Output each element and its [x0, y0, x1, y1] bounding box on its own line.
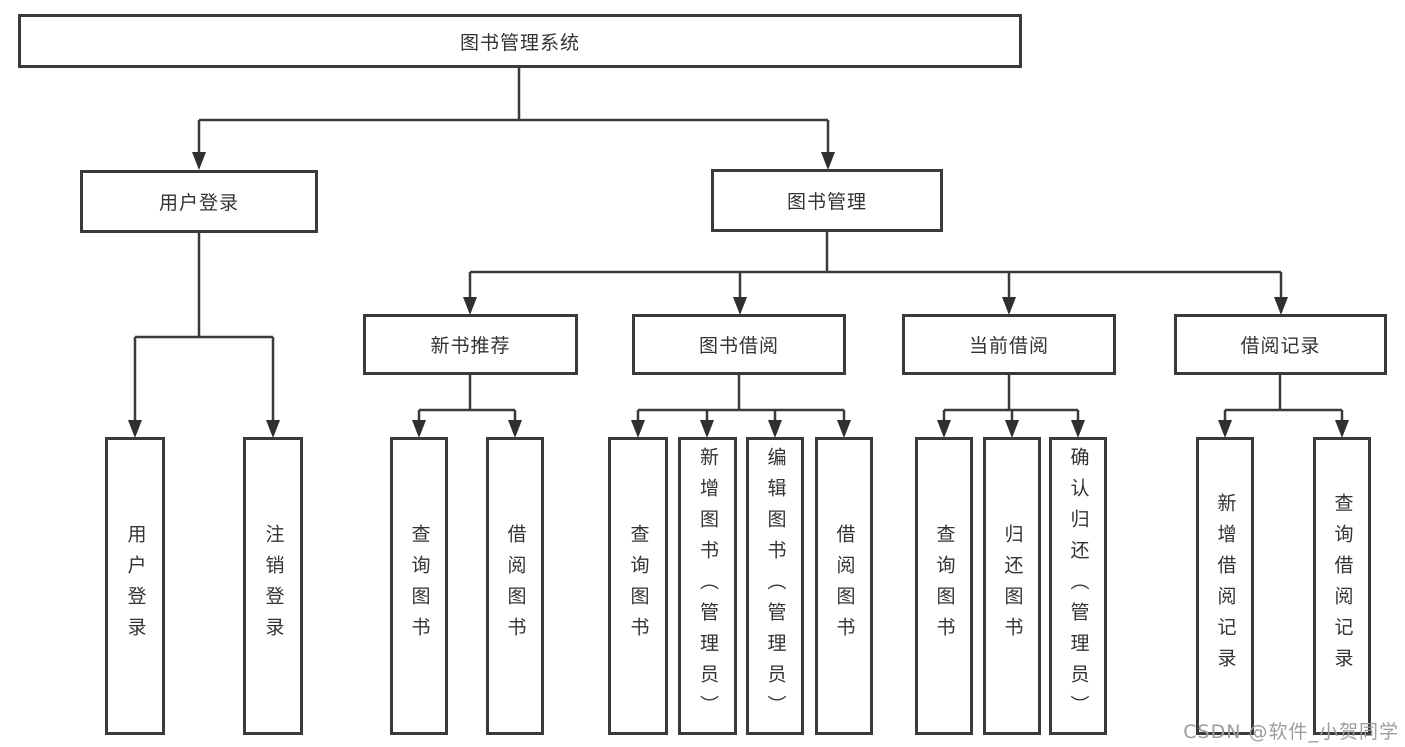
- arrowhead-down-icon: [1274, 297, 1288, 315]
- node-new-book-recommend-label: 新书推荐: [430, 335, 511, 357]
- connector-borrow-rec-group: [1223, 375, 1344, 426]
- node-user-login-action-label: 用户登录: [124, 524, 147, 648]
- arrowhead-down-icon: [412, 420, 426, 438]
- connector-new-book-group: [417, 375, 517, 426]
- arrowhead-down-icon: [128, 420, 142, 438]
- node-query-books-borrowing-label: 查询图书: [627, 524, 650, 648]
- connector-book-mgmt-to-level3: [468, 232, 1283, 302]
- node-user-login-action: 用户登录: [105, 437, 165, 735]
- node-library-system: 图书管理系统: [18, 14, 1022, 68]
- node-add-borrow-record: 新增借阅记录: [1196, 437, 1254, 735]
- node-query-books-borrowing: 查询图书: [608, 437, 668, 735]
- node-logout-action: 注销登录: [243, 437, 303, 735]
- node-library-system-label: 图书管理系统: [459, 31, 580, 54]
- arrowhead-down-icon: [266, 420, 280, 438]
- node-add-borrow-record-label: 新增借阅记录: [1214, 493, 1237, 679]
- node-book-borrowing-label: 图书借阅: [698, 335, 779, 357]
- node-query-books-current: 查询图书: [915, 437, 973, 735]
- arrowhead-down-icon: [1002, 297, 1016, 315]
- arrowhead-down-icon: [508, 420, 522, 438]
- arrowhead-down-icon: [463, 297, 477, 315]
- node-return-books: 归还图书: [983, 437, 1041, 735]
- arrowhead-down-icon: [192, 152, 206, 170]
- node-query-books-current-label: 查询图书: [933, 524, 956, 648]
- node-query-borrow-record-label: 查询借阅记录: [1331, 493, 1354, 679]
- node-confirm-return-admin-label: 确认归还（管理员）: [1067, 446, 1090, 726]
- node-borrow-books-recommend-label: 借阅图书: [504, 524, 527, 648]
- node-borrow-books-borrowing-label: 借阅图书: [833, 524, 856, 648]
- node-book-management: 图书管理: [711, 169, 943, 232]
- node-user-login: 用户登录: [80, 170, 318, 233]
- node-edit-books-admin: 编辑图书（管理员）: [746, 437, 804, 735]
- csdn-watermark: CSDN @软件_小贺同学: [1183, 721, 1399, 743]
- node-new-book-recommend: 新书推荐: [363, 314, 578, 375]
- connector-user-login-group: [133, 233, 275, 426]
- node-query-books-recommend-label: 查询图书: [408, 524, 431, 648]
- node-borrowing-records-label: 借阅记录: [1240, 335, 1321, 357]
- connector-cur-borrow-group: [942, 375, 1080, 426]
- node-user-login-label: 用户登录: [158, 192, 239, 214]
- node-confirm-return-admin: 确认归还（管理员）: [1049, 437, 1107, 735]
- node-edit-books-admin-label: 编辑图书（管理员）: [764, 446, 787, 726]
- connector-root-to-level2: [197, 68, 830, 158]
- node-add-books-admin-label: 新增图书（管理员）: [697, 446, 719, 726]
- arrowhead-down-icon: [937, 420, 951, 438]
- arrowhead-down-icon: [631, 420, 645, 438]
- arrowhead-down-icon: [1335, 420, 1349, 438]
- node-add-books-admin: 新增图书（管理员）: [678, 437, 737, 735]
- node-book-management-label: 图书管理: [786, 191, 867, 213]
- arrowhead-down-icon: [1071, 420, 1085, 438]
- arrowhead-down-icon: [768, 420, 782, 438]
- arrowhead-down-icon: [700, 420, 714, 438]
- node-current-borrowing-label: 当前借阅: [968, 335, 1049, 357]
- arrowhead-down-icon: [821, 152, 835, 170]
- connector-book-borrow-group: [636, 375, 846, 426]
- arrowhead-down-icon: [733, 297, 747, 315]
- node-return-books-label: 归还图书: [1001, 524, 1024, 648]
- node-query-books-recommend: 查询图书: [390, 437, 448, 735]
- node-borrowing-records: 借阅记录: [1174, 314, 1387, 375]
- node-logout-action-label: 注销登录: [262, 524, 285, 648]
- node-borrow-books-borrowing: 借阅图书: [815, 437, 873, 735]
- arrowheads: [128, 152, 1349, 438]
- node-current-borrowing: 当前借阅: [902, 314, 1116, 375]
- node-book-borrowing: 图书借阅: [632, 314, 846, 375]
- node-query-borrow-record: 查询借阅记录: [1313, 437, 1371, 735]
- arrowhead-down-icon: [837, 420, 851, 438]
- arrowhead-down-icon: [1005, 420, 1019, 438]
- node-borrow-books-recommend: 借阅图书: [486, 437, 544, 735]
- arrowhead-down-icon: [1218, 420, 1232, 438]
